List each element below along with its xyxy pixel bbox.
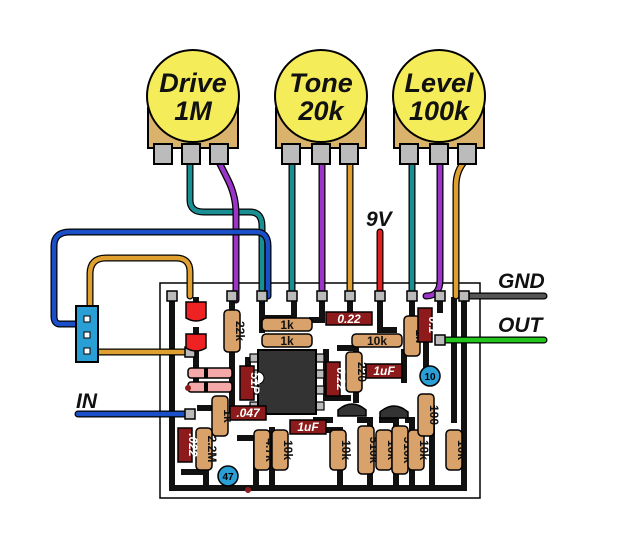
- pot-tone-name: Tone: [289, 68, 353, 98]
- cap-047: .047: [236, 406, 261, 420]
- side-wires: [74, 228, 548, 418]
- pot-wires: [186, 156, 470, 304]
- resistor-10k-b4: 10k: [417, 440, 431, 460]
- electrolytic-cap-10: 10: [419, 365, 441, 387]
- cap-1uf-a: 1uF: [373, 364, 395, 378]
- pink-diodes: [187, 367, 233, 393]
- cap-1uf-b: 1uF: [297, 420, 319, 434]
- cap-01: 0.1: [426, 317, 440, 334]
- jumper-dots: [185, 385, 251, 493]
- board-pads: [166, 290, 470, 420]
- cap-022-top: 0.22: [337, 312, 361, 326]
- jack-wires: [50, 228, 272, 356]
- cap-022-mid: 0.22: [334, 367, 348, 391]
- pot-tone-value: 20k: [297, 96, 345, 126]
- pot-level-name: Level: [404, 68, 474, 98]
- label-9v: 9V: [366, 208, 394, 231]
- electrolytic-cap-47: 47: [217, 465, 239, 487]
- cap-51p: 51P: [248, 372, 262, 394]
- resistor-10k-b1: 10k: [281, 440, 295, 460]
- pot-drive-value: 1M: [174, 96, 212, 126]
- resistor-1k-b: 1k: [280, 334, 294, 348]
- resistor-22k: 22k: [233, 321, 247, 341]
- resistor-10k-b2: 10k: [339, 440, 353, 460]
- resistor-100: 100: [427, 405, 441, 425]
- pot-level-value: 100k: [409, 96, 471, 126]
- pot-level[interactable]: Level 100k: [392, 49, 486, 165]
- label-gnd: GND: [498, 270, 545, 293]
- ic-chip: [249, 349, 325, 415]
- label-out: OUT: [498, 314, 545, 337]
- pot-drive-name: Drive: [159, 68, 227, 98]
- resistor-1k-a: 1k: [280, 318, 294, 332]
- cap-022-left: .022: [186, 433, 200, 457]
- resistors: 22k 1k 1k 10k 220 1k 1k 2.2M 4.7k 10k 10…: [195, 309, 469, 475]
- pot-tone[interactable]: Tone 20k: [274, 49, 368, 165]
- clipping-diodes: [185, 301, 207, 352]
- resistor-10k-b5: 10k: [455, 440, 469, 460]
- capacitors: 0.22 0.1 51P 0.22 1uF .047 1uF .022: [177, 307, 440, 463]
- svg-text:10: 10: [424, 372, 436, 383]
- pot-drive[interactable]: Drive 1M: [146, 49, 240, 165]
- transistors: [337, 403, 409, 419]
- svg-text:47: 47: [222, 472, 234, 483]
- resistor-10k-top: 10k: [367, 334, 387, 348]
- resistor-2-2m: 2.2M: [205, 436, 219, 463]
- input-jack: [75, 305, 99, 363]
- label-in: IN: [76, 390, 98, 413]
